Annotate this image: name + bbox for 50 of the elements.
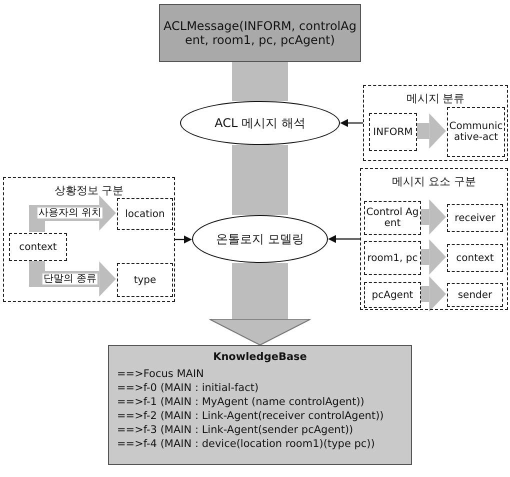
group-panel: [363, 85, 508, 161]
item-box: [369, 113, 417, 151]
item-box: [447, 204, 503, 232]
node-text: receiver: [454, 212, 496, 224]
item-box: [117, 198, 173, 230]
arrow: [29, 195, 116, 232]
fact-line: ==>f-4 (MAIN : device(location room1)(type pc)): [117, 437, 375, 451]
fact-line: ==>f-3 (MAIN : Link-Agent(sender pcAgent)): [117, 423, 354, 437]
node-text: ACL 메시지 해석: [214, 114, 306, 132]
node-text: Control Agent: [365, 207, 420, 229]
panel-heading: 메시지 요소 구분: [392, 174, 476, 189]
item-box: [117, 263, 173, 297]
group-panel: [360, 168, 508, 310]
arrow: [420, 199, 446, 235]
panel-heading: KnowledgeBase: [213, 350, 307, 364]
panel-heading: 메시지 분류: [406, 91, 465, 106]
fact-line: ==>f-2 (MAIN : Link-Agent(receiver controlAgent)): [117, 409, 384, 423]
node-text: sender: [458, 290, 492, 300]
item-box: [364, 201, 421, 235]
node-text: context: [19, 242, 57, 252]
node-text: room1, pc: [367, 252, 418, 264]
node-text: 온톨로지 모델링: [216, 230, 304, 248]
connector-arrow: [175, 236, 192, 244]
fact-line: ==>f-0 (MAIN : initial-fact): [117, 381, 259, 395]
fact-line: ==>Focus MAIN: [117, 367, 204, 381]
node-text: context: [456, 252, 494, 264]
item-box: [364, 282, 421, 308]
node-text: Communicative-act: [448, 121, 504, 143]
arrow: [29, 260, 116, 297]
arrow: [416, 113, 446, 149]
item-box: [447, 107, 505, 157]
connector-arrow: [340, 119, 363, 127]
edge-label: 사용자의 위치: [38, 208, 103, 218]
fact-line: ==>f-1 (MAIN : MyAgent (name controlAgent)): [117, 395, 364, 409]
node-text: type: [134, 274, 156, 286]
edge-label: 단말의 종류: [42, 274, 98, 284]
message-box: [159, 4, 361, 62]
node-text: ACLMessage(INFORM, controlAgent, room1, pc, pcAgent): [162, 19, 358, 47]
arrow: [420, 239, 446, 275]
panel-heading: 상황정보 구분: [54, 183, 124, 198]
knowledge-base-box: [108, 345, 412, 465]
item-box: [9, 233, 67, 261]
item-box: [364, 241, 421, 275]
node-text: location: [125, 208, 165, 220]
item-box: [447, 283, 503, 307]
node-text: INFORM: [373, 126, 413, 138]
item-box: [447, 244, 503, 272]
node-text: pcAgent: [372, 290, 414, 300]
arrow: [420, 276, 446, 312]
connector-arrow: [328, 235, 360, 243]
